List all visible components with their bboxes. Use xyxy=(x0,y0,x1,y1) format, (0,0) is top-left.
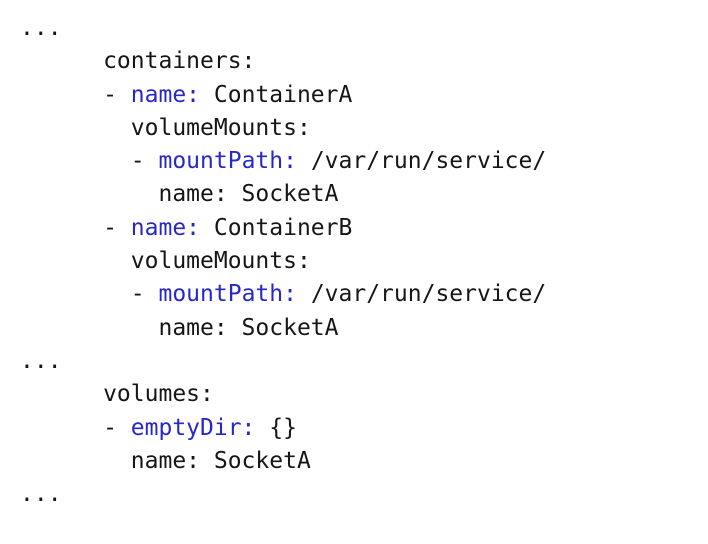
yaml-text-token: - xyxy=(20,214,131,241)
code-line: ... xyxy=(20,478,546,511)
yaml-text-token: ContainerA xyxy=(200,81,353,108)
yaml-text-token: name: SocketA xyxy=(20,314,339,341)
yaml-text-token: containers: xyxy=(20,48,256,75)
code-line: - name: ContainerB xyxy=(20,212,546,245)
yaml-key-token: mountPath: xyxy=(158,148,297,175)
code-line: - emptyDir: {} xyxy=(20,412,546,445)
yaml-text-token: - xyxy=(20,281,159,308)
yaml-text-token: ContainerB xyxy=(200,214,353,241)
code-line: - name: ContainerA xyxy=(20,79,546,112)
yaml-text-token: {} xyxy=(255,414,297,441)
yaml-text-token: name: SocketA xyxy=(20,181,339,208)
code-line: - mountPath: /var/run/service/ xyxy=(20,278,546,311)
yaml-text-token: - xyxy=(20,414,131,441)
code-line: name: SocketA xyxy=(20,178,546,211)
yaml-text-token: ... xyxy=(20,15,62,41)
code-line: volumeMounts: xyxy=(20,112,546,145)
yaml-text-token: ... xyxy=(20,347,62,374)
yaml-key-token: name: xyxy=(130,81,201,108)
yaml-text-token: volumes: xyxy=(20,381,214,408)
yaml-key-token: emptyDir: xyxy=(130,414,256,441)
code-line: volumeMounts: xyxy=(20,245,546,278)
yaml-text-token: volumeMounts: xyxy=(20,114,311,141)
yaml-code-block: ... containers: - name: ContainerA volum… xyxy=(20,12,546,511)
code-line: volumes: xyxy=(20,378,546,411)
yaml-text-token: - xyxy=(20,148,159,175)
code-line: containers: xyxy=(20,45,546,78)
code-line: ... xyxy=(20,12,546,45)
yaml-key-token: mountPath: xyxy=(158,281,297,308)
yaml-text-token: /var/run/service/ xyxy=(296,281,547,308)
yaml-key-token: name: xyxy=(130,214,201,241)
code-line: name: SocketA xyxy=(20,445,546,478)
code-line: name: SocketA xyxy=(20,312,546,345)
yaml-text-token: - xyxy=(20,81,131,108)
yaml-text-token: ... xyxy=(20,481,62,508)
code-line: ... xyxy=(20,345,546,378)
yaml-text-token: name: SocketA xyxy=(20,447,311,474)
yaml-text-token: /var/run/service/ xyxy=(296,148,547,175)
yaml-text-token: volumeMounts: xyxy=(20,248,311,275)
code-line: - mountPath: /var/run/service/ xyxy=(20,145,546,178)
